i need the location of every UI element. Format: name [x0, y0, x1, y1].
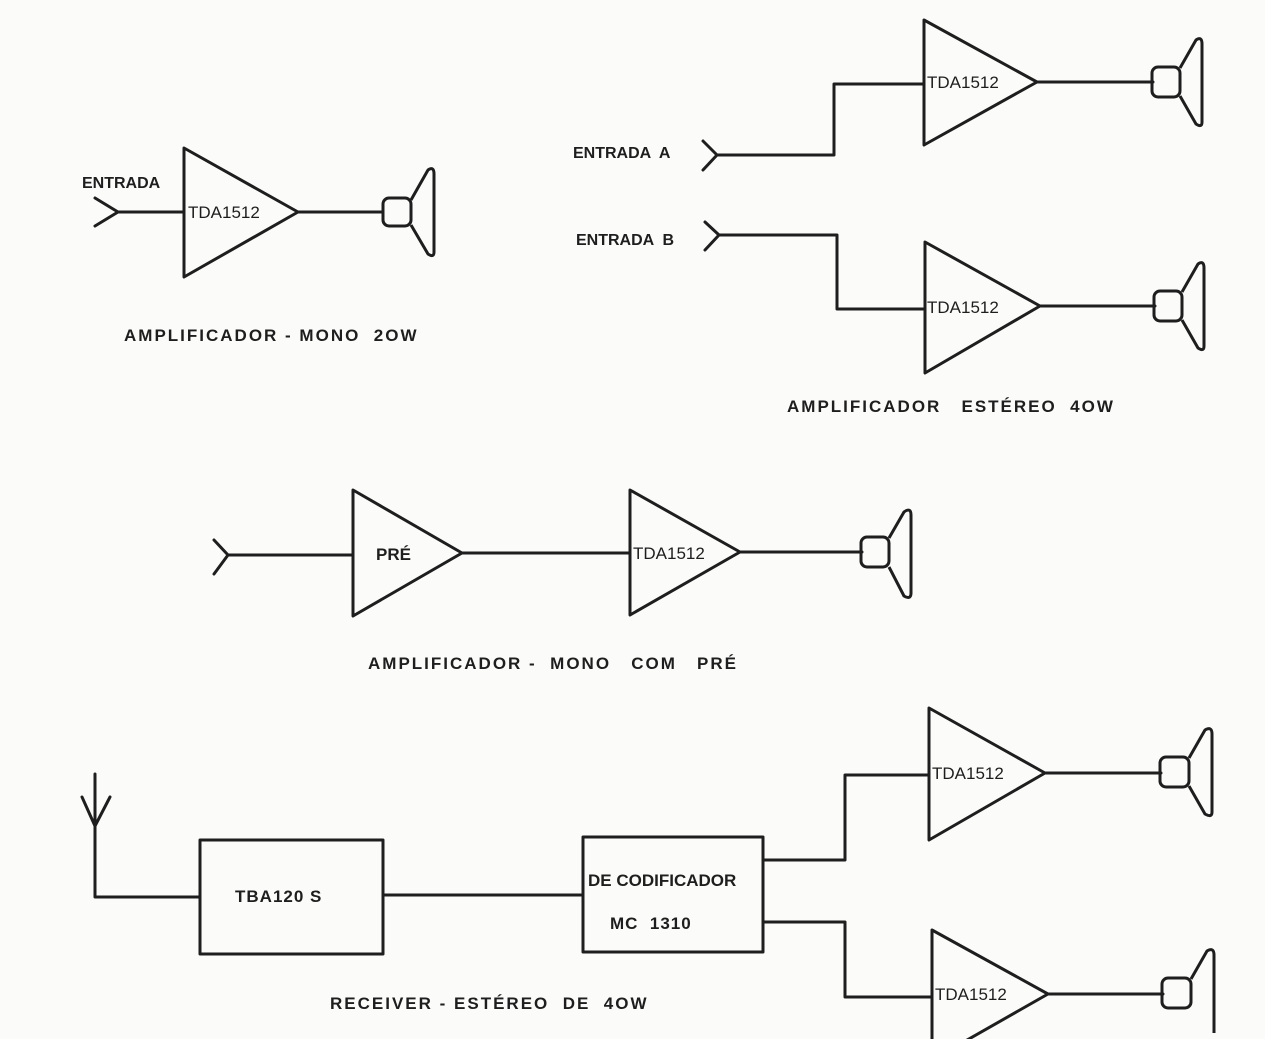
wire: [93, 828, 202, 899]
amplifier-triangle: [930, 928, 1050, 1039]
stereo-caption: AMPLIFICADOR ESTÉREO 4OW: [787, 397, 1115, 416]
speaker-icon: [381, 167, 436, 258]
input-connector-icon: [212, 538, 230, 576]
preamp-label: PRÉ: [376, 545, 411, 564]
speaker-icon: [859, 508, 913, 599]
amplifier-triangle: [923, 240, 1042, 375]
amplifier-triangle: [922, 18, 1039, 147]
receiver-diagram: TBA120 S DE CODIFICADOR MC 1310 TDA1512 …: [80, 706, 1216, 1039]
speaker-icon: [1150, 37, 1204, 128]
speaker-icon: [1160, 948, 1216, 1033]
mono-input-label: ENTRADA: [82, 175, 161, 192]
wire: [761, 773, 931, 862]
decoder-label-line2: MC 1310: [610, 914, 692, 933]
tuner-block: [198, 838, 385, 956]
mono-pre-caption: AMPLIFICADOR - MONO COM PRÉ: [368, 654, 738, 673]
wire: [715, 82, 926, 157]
speaker-icon: [1158, 727, 1214, 818]
wire: [761, 920, 934, 999]
stereo-input-b-label: ENTRADA B: [576, 232, 674, 249]
stereo-amp-b-label: TDA1512: [927, 298, 999, 317]
input-a-connector-icon: [701, 139, 719, 172]
receiver-amp-a-label: TDA1512: [932, 764, 1004, 783]
stereo-input-a-label: ENTRADA A: [573, 145, 671, 162]
mono-pre-amp-label: TDA1512: [633, 544, 705, 563]
amplifier-triangle: [927, 706, 1047, 842]
decoder-block: [581, 835, 765, 954]
antenna-icon: [80, 772, 112, 832]
tuner-label: TBA120 S: [235, 887, 322, 906]
stereo-amp-a-label: TDA1512: [927, 73, 999, 92]
speaker-icon: [1152, 261, 1206, 352]
mono-caption: AMPLIFICADOR - MONO 2OW: [124, 326, 418, 345]
mono-preamp-diagram: PRÉ TDA1512 AMPLIFICADOR - MONO COM PRÉ: [212, 488, 913, 673]
receiver-amp-b-label: TDA1512: [935, 985, 1007, 1004]
input-b-connector-icon: [703, 220, 721, 252]
amplifier-triangle: [182, 146, 300, 279]
mono-amp-label: TDA1512: [188, 203, 260, 222]
amplifier-triangle: [628, 488, 742, 617]
mono-amplifier-diagram: ENTRADA TDA1512 AMPLIFICADOR - MONO 2OW: [82, 146, 436, 345]
stereo-amplifier-diagram: ENTRADA A TDA1512 ENTRADA B TDA1512 AMPL…: [573, 18, 1206, 416]
wire: [717, 233, 927, 311]
preamp-triangle: [351, 488, 464, 618]
decoder-label-line1: DE CODIFICADOR: [588, 871, 736, 890]
receiver-caption: RECEIVER - ESTÉREO DE 4OW: [330, 994, 649, 1013]
input-connector-icon: [93, 196, 120, 228]
